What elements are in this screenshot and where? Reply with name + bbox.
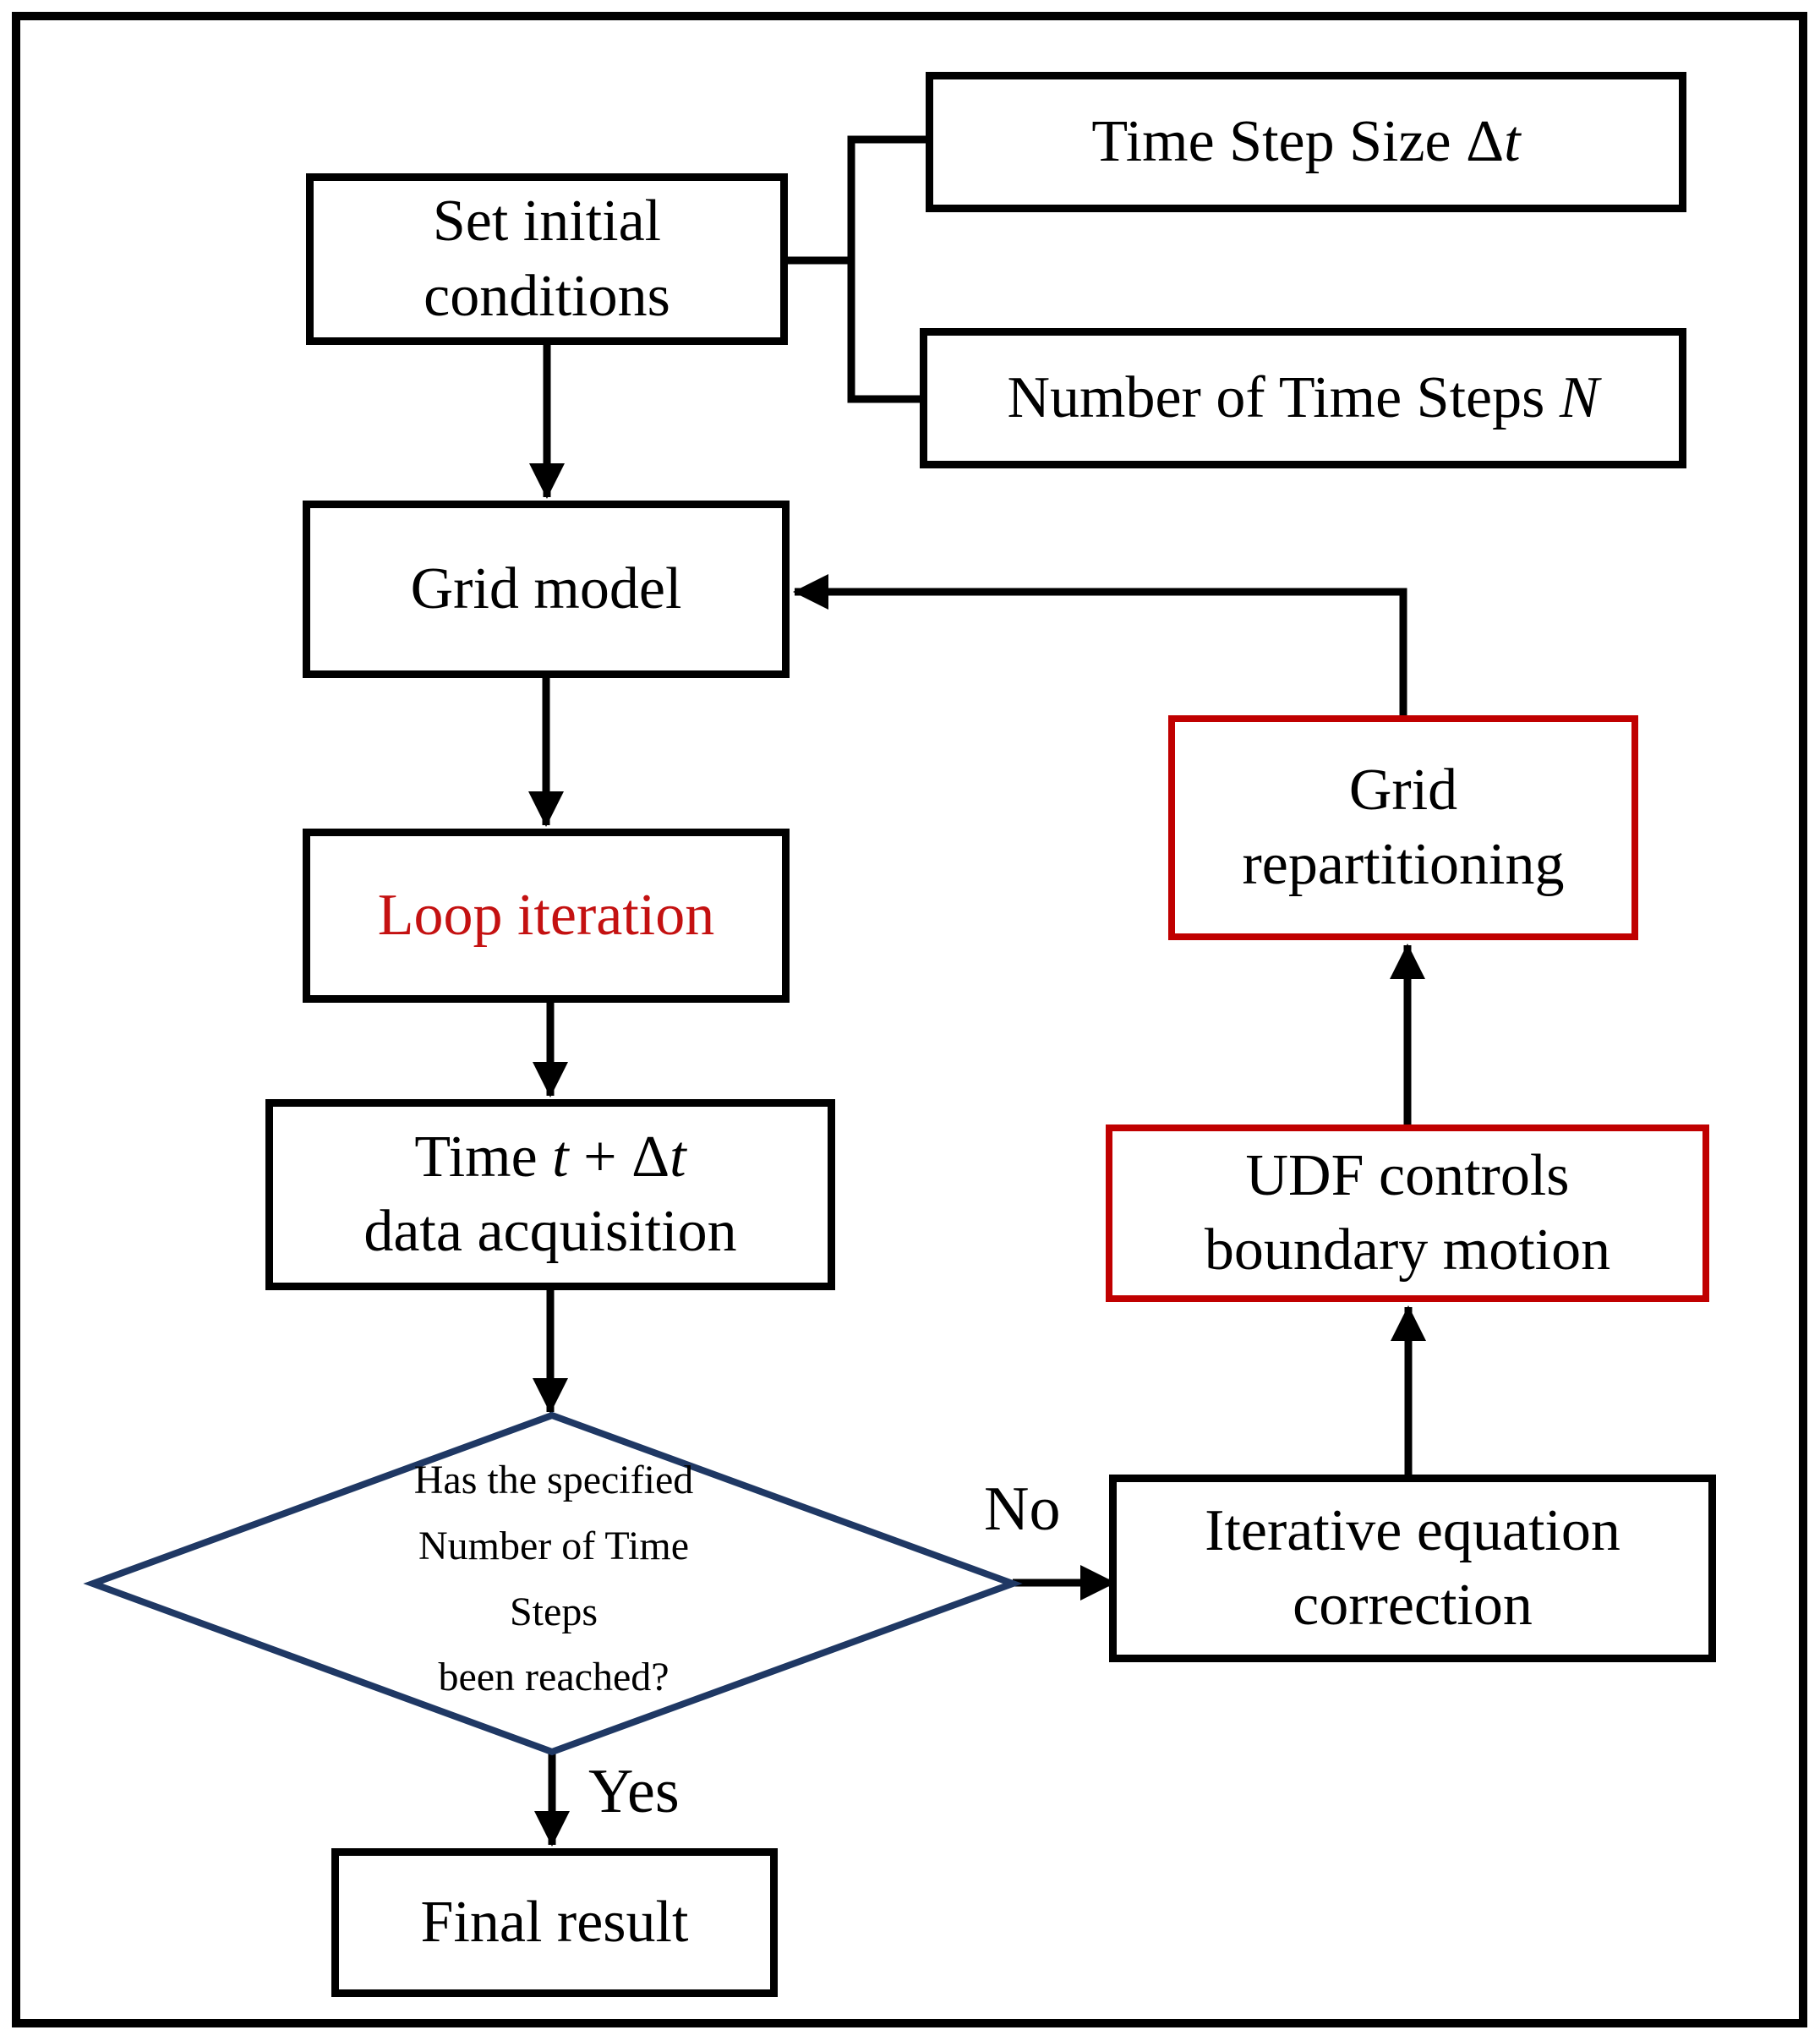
- process-label-line: conditions: [424, 263, 670, 329]
- decision-question-line: Has the specified: [413, 1458, 694, 1502]
- decision-question: Has the specified Number of Time Steps b…: [216, 1447, 892, 1710]
- label-math-symbol: t: [670, 1124, 686, 1190]
- decision-question-line: Steps: [509, 1589, 598, 1634]
- process-label-line: Grid model: [410, 555, 682, 621]
- process-iterative-equation-correction: Iterative equation correction: [1109, 1475, 1716, 1662]
- process-number-of-time-steps: Number of Time Steps N: [920, 328, 1686, 468]
- process-grid-model: Grid model: [303, 501, 790, 678]
- edge-label-no: No: [984, 1475, 1061, 1544]
- arrow-grid-repartitioning-to-grid-model: [793, 574, 1407, 715]
- process-label-line: Number of Time Steps N: [1007, 361, 1599, 435]
- process-label-line: Iterative equation: [1205, 1497, 1621, 1563]
- label-text: Time Step Size Δ: [1091, 108, 1505, 174]
- process-label-line: Loop iteration: [377, 882, 715, 948]
- process-label-line: repartitioning: [1242, 832, 1565, 897]
- label-text: Time: [414, 1124, 553, 1190]
- process-label-line: Time Step Size Δt: [1091, 105, 1520, 179]
- label-text: + Δ: [568, 1124, 670, 1190]
- decision-question-line: been reached?: [438, 1655, 670, 1700]
- process-time-step-size: Time Step Size Δt: [926, 72, 1686, 212]
- outer-frame: [12, 12, 1807, 2027]
- process-label-line: Final result: [420, 1889, 689, 1955]
- process-label-line: correction: [1293, 1573, 1533, 1638]
- process-label-line: UDF controls: [1245, 1142, 1570, 1208]
- process-label-line: boundary motion: [1204, 1217, 1611, 1283]
- label-text: Number of Time Steps: [1007, 364, 1560, 430]
- process-label-line: Set initial: [432, 189, 662, 254]
- label-math-symbol: t: [552, 1124, 569, 1190]
- process-data-acquisition: Time t + Δt data acquisition: [265, 1099, 835, 1290]
- process-udf-controls-boundary-motion: UDF controls boundary motion: [1106, 1124, 1709, 1302]
- process-final-result: Final result: [331, 1848, 778, 1997]
- process-grid-repartitioning: Grid repartitioning: [1168, 715, 1638, 940]
- label-math-symbol: N: [1559, 364, 1599, 430]
- edge-label-yes: Yes: [588, 1757, 680, 1826]
- label-math-symbol: t: [1504, 108, 1521, 174]
- decision-diamond: [83, 1411, 1023, 1756]
- process-label-line: data acquisition: [363, 1199, 737, 1264]
- process-loop-iteration: Loop iteration: [303, 829, 790, 1003]
- process-label-line: Time t + Δt: [414, 1120, 686, 1195]
- process-set-initial-conditions: Set initial conditions: [306, 173, 788, 345]
- process-label-line: Grid: [1348, 757, 1458, 823]
- decision-question-line: Number of Time: [418, 1523, 689, 1568]
